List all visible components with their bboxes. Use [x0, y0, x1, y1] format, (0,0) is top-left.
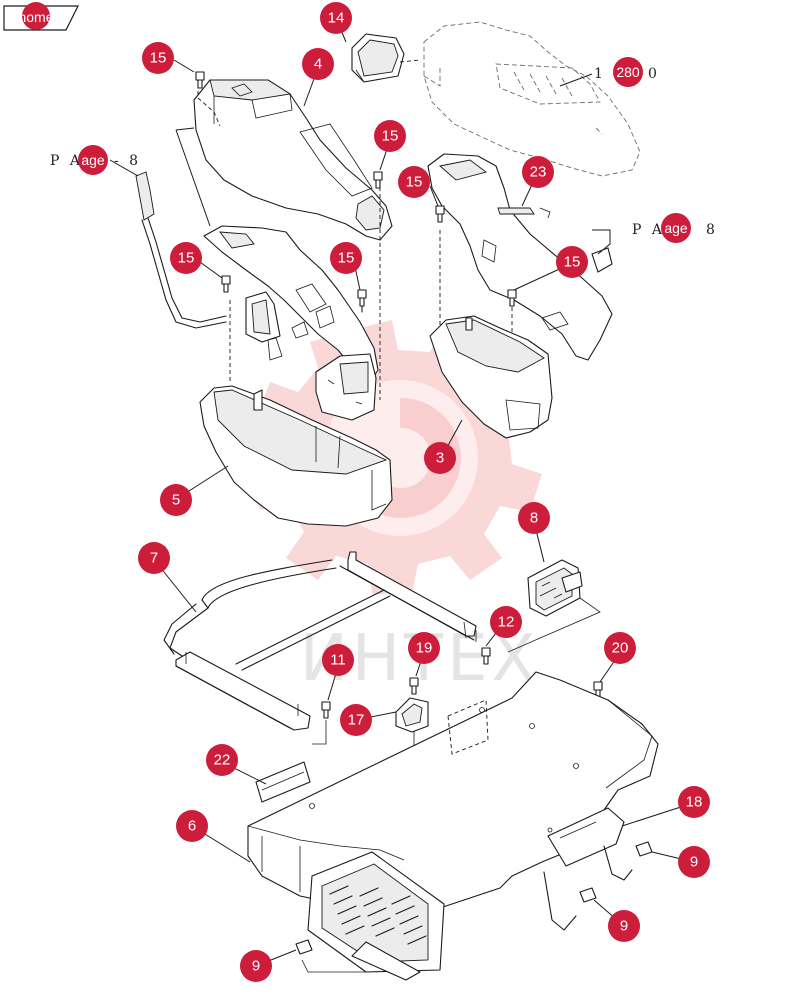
- callout-8-label: 8: [530, 510, 538, 527]
- callout-23[interactable]: 23: [522, 156, 554, 188]
- callout-4[interactable]: 4: [302, 48, 334, 80]
- callout-17-label: 17: [348, 712, 365, 729]
- page-ref-right-pill: age: [664, 220, 688, 236]
- page-ref-right[interactable]: P A age 8: [632, 213, 718, 243]
- callout-15-top-left[interactable]: 15: [142, 42, 174, 74]
- callout-22-label: 22: [214, 752, 231, 769]
- callout-9-bottom-right-label: 9: [620, 918, 628, 935]
- part-8-connector-block: [507, 559, 601, 653]
- callout-6[interactable]: 6: [176, 810, 208, 842]
- callout-5[interactable]: 5: [160, 484, 192, 516]
- callout-15-left-mid[interactable]: 15: [170, 242, 202, 274]
- ref-code-suffix: 0: [648, 66, 660, 82]
- callout-12[interactable]: 12: [490, 606, 522, 638]
- callout-15-center-mid[interactable]: 15: [330, 242, 362, 274]
- part-14-armrest-pad: [351, 33, 421, 83]
- callout-3[interactable]: 3: [424, 442, 456, 474]
- part-6-floor-pan: [247, 671, 659, 981]
- callout-14[interactable]: 14: [320, 2, 352, 34]
- page-ref-left[interactable]: P A age - 8: [50, 145, 141, 175]
- callout-9-right[interactable]: 9: [678, 846, 710, 878]
- page-ref-left-prefix: P A: [50, 153, 83, 169]
- callout-5-label: 5: [172, 492, 180, 509]
- callout-14-label: 14: [328, 10, 345, 27]
- left-control-lever: [135, 171, 227, 329]
- callout-17[interactable]: 17: [340, 704, 372, 736]
- ref-code-marker: [613, 57, 643, 87]
- callout-15-top-left-label: 15: [150, 50, 167, 67]
- callout-19-label: 19: [416, 640, 433, 657]
- part-3-right-lower-housing: [429, 315, 553, 439]
- callout-9-bottom-left[interactable]: 9: [240, 950, 272, 982]
- callout-15-top-center-label: 15: [382, 128, 399, 145]
- callout-9-bottom-left-label: 9: [252, 958, 260, 975]
- callout-15-right-upper[interactable]: 15: [398, 166, 430, 198]
- part-4-left-console-cover: [175, 79, 393, 241]
- ref-code-12800[interactable]: 1 280 0: [594, 57, 660, 87]
- callout-18-label: 18: [686, 794, 703, 811]
- callout-20-label: 20: [612, 640, 629, 657]
- callout-12-label: 12: [498, 614, 515, 631]
- callout-20[interactable]: 20: [604, 632, 636, 664]
- callout-15-center-mid-label: 15: [338, 250, 355, 267]
- home-button[interactable]: home: [3, 2, 79, 31]
- home-button-label: home: [18, 9, 53, 25]
- callout-19[interactable]: 19: [408, 632, 440, 664]
- page-ref-left-pill: age: [81, 152, 105, 168]
- callout-6-label: 6: [188, 818, 196, 835]
- callout-8[interactable]: 8: [518, 502, 550, 534]
- ref-code-prefix: 1: [594, 66, 606, 82]
- callout-15-left-mid-label: 15: [178, 250, 195, 267]
- part-5-left-lower-housing: [199, 385, 393, 527]
- page-ref-left-marker: [78, 145, 108, 175]
- callout-23-label: 23: [530, 164, 547, 181]
- callout-7-label: 7: [150, 550, 158, 567]
- callout-22[interactable]: 22: [206, 744, 238, 776]
- callout-15-top-center[interactable]: 15: [374, 120, 406, 152]
- ref-code-pill: 280: [616, 64, 640, 80]
- callout-11-label: 11: [330, 652, 346, 669]
- callout-18[interactable]: 18: [678, 786, 710, 818]
- callout-15-right-upper-label: 15: [406, 174, 423, 191]
- left-inner-frame: [203, 180, 381, 421]
- home-button-marker: [22, 2, 50, 30]
- callout-9-right-label: 9: [690, 854, 698, 871]
- callout-15-right-mid[interactable]: 15: [556, 246, 588, 278]
- page-ref-left-suffix: - 8: [114, 153, 141, 169]
- callout-7[interactable]: 7: [138, 542, 170, 574]
- callout-4-label: 4: [314, 56, 322, 73]
- callout-11[interactable]: 11: [322, 644, 354, 676]
- page-ref-right-prefix: P A: [632, 222, 665, 238]
- callout-3-label: 3: [436, 450, 444, 467]
- page-ref-right-marker: [661, 213, 691, 243]
- part-23-right-upper-frame: [427, 153, 613, 361]
- part-22-label-plate: [255, 761, 311, 803]
- ghost-console-outline: [423, 21, 641, 177]
- callout-15-right-mid-label: 15: [564, 254, 581, 271]
- part-7-frame-rail: [163, 551, 477, 731]
- callout-9-bottom-right[interactable]: 9: [608, 910, 640, 942]
- part-17-bracket: [395, 697, 429, 733]
- page-ref-right-suffix: 8: [706, 222, 718, 238]
